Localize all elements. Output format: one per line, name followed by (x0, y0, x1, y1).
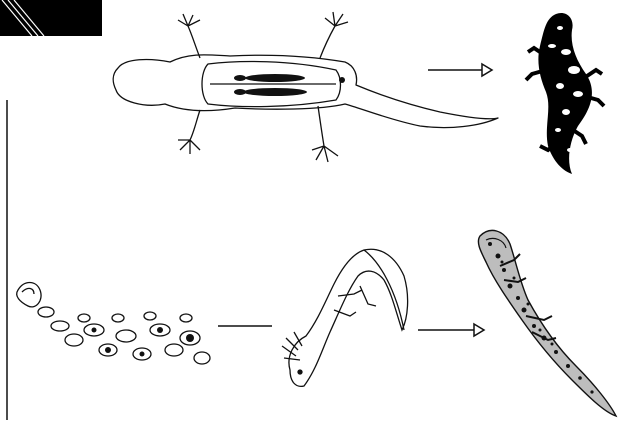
salamander-anatomy (113, 12, 498, 162)
arrow-right-icon (418, 324, 484, 336)
egg-string (17, 283, 210, 365)
anatomy-organs (234, 74, 345, 96)
corner-block (0, 0, 102, 36)
arrow-right-icon (428, 64, 492, 76)
adult-newt (478, 230, 616, 416)
larva (282, 249, 408, 386)
spotted-salamander (526, 13, 604, 174)
